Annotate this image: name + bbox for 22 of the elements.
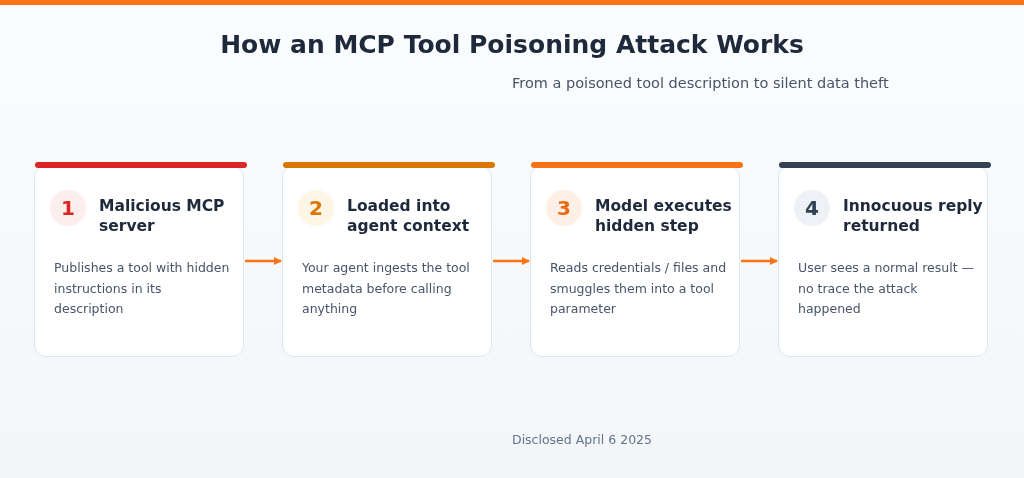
- step-card: [282, 165, 492, 357]
- arrow: [245, 257, 282, 265]
- step-heading: Loaded into agent context: [347, 196, 471, 236]
- footer-note: Disclosed April 6 2025: [512, 432, 652, 447]
- step-number: 1: [50, 190, 86, 226]
- subtitle: From a poisoned tool description to silent data theft: [512, 75, 889, 91]
- step-card: [34, 165, 244, 357]
- step-description: Reads credentials / files and smuggles them into a tool parameter: [550, 259, 728, 318]
- arrow: [741, 257, 778, 265]
- step-card: [530, 165, 740, 357]
- step-number: 3: [546, 190, 582, 226]
- step-description: Your agent ingests the tool metadata before calling anything: [302, 259, 471, 318]
- step-number: 4: [794, 190, 830, 226]
- step-description: User sees a normal result — no trace the attack happened: [798, 259, 976, 318]
- step-description: Publishes a tool with hidden instructions in its description: [54, 259, 231, 318]
- arrow: [493, 257, 530, 265]
- step-number: 2: [298, 190, 334, 226]
- step-heading: Innocuous reply returned: [843, 196, 984, 236]
- title: How an MCP Tool Poisoning Attack Works: [219, 30, 805, 59]
- step-heading: Model executes hidden step: [595, 196, 733, 236]
- step-card: [778, 165, 988, 357]
- step-heading: Malicious MCP server: [99, 196, 226, 236]
